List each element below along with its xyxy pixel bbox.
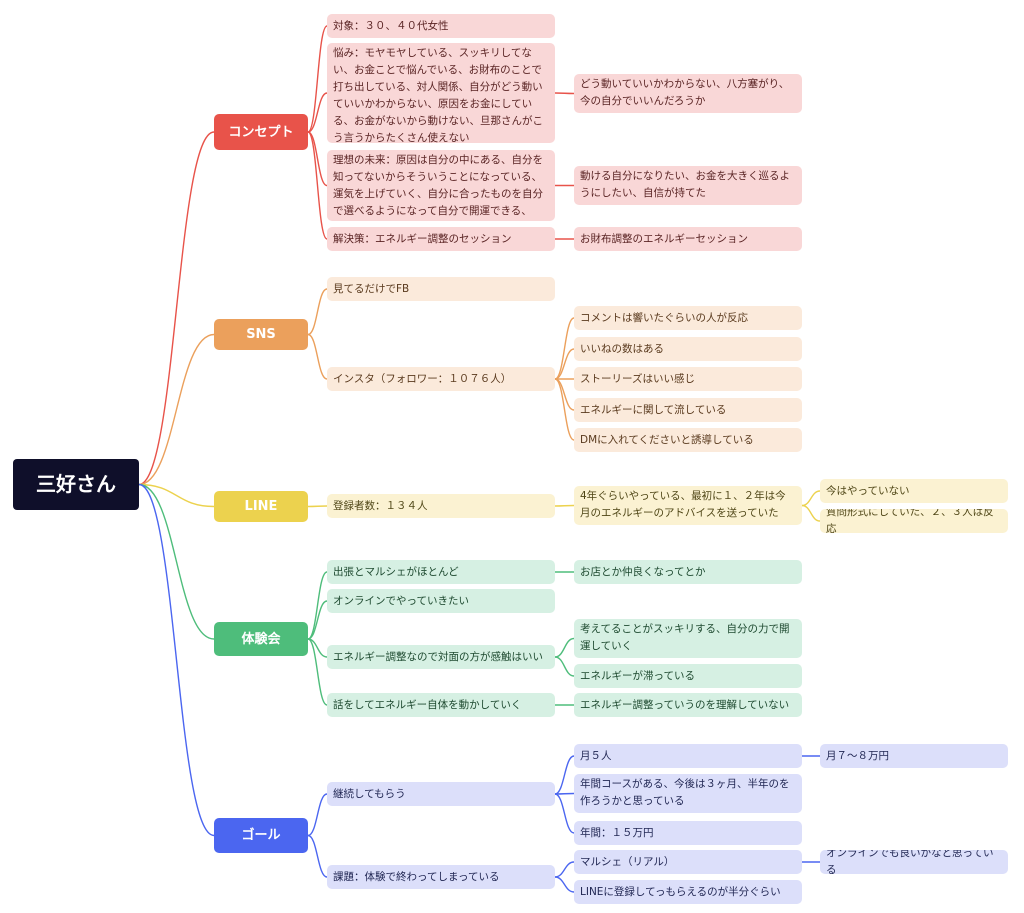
topic-line-0[interactable]: 登録者数：１３４人 bbox=[327, 494, 555, 518]
topic-goal-1-0-0[interactable]: オンラインでも良いかなと思っている bbox=[820, 850, 1008, 874]
topic-taiken-2-1[interactable]: エネルギーが滞っている bbox=[574, 664, 802, 688]
topic-taiken-1[interactable]: オンラインでやっていきたい bbox=[327, 589, 555, 613]
topic-taiken-3-0[interactable]: エネルギー調整っていうのを理解していない bbox=[574, 693, 802, 717]
topic-concept-2[interactable]: 理想の未来：原因は自分の中にある、自分を知ってないからそういうことになっている、… bbox=[327, 150, 555, 221]
connector-concept bbox=[138, 131, 215, 486]
topic-taiken-2-0[interactable]: 考えてることがスッキリする、自分の力で開運していく bbox=[574, 619, 802, 658]
connector-taiken-3 bbox=[307, 638, 328, 706]
topic-taiken-3[interactable]: 話をしてエネルギー自体を動かしていく bbox=[327, 693, 555, 717]
connector-taiken-2-1 bbox=[554, 656, 575, 677]
topic-concept-3[interactable]: 解決策：エネルギー調整のセッション bbox=[327, 227, 555, 251]
topic-sns-1-4[interactable]: DMに入れてくださいと誘導している bbox=[574, 428, 802, 452]
connector-concept-1 bbox=[307, 92, 328, 133]
topic-sns-0[interactable]: 見てるだけでFB bbox=[327, 277, 555, 301]
connector-line bbox=[138, 483, 215, 508]
topic-sns-1-0[interactable]: コメントは響いたぐらいの人が反応 bbox=[574, 306, 802, 330]
topic-goal-0-1[interactable]: 年間コースがある、今後は３ヶ月、半年のを作ろうかと思っている bbox=[574, 774, 802, 813]
topic-goal-0-0[interactable]: 月５人 bbox=[574, 744, 802, 768]
topic-concept-1[interactable]: 悩み：モヤモヤしている、スッキリしてない、お金ことで悩んでいる、お財布のことで打… bbox=[327, 43, 555, 143]
topic-sns-1-1[interactable]: いいねの数はある bbox=[574, 337, 802, 361]
connector-line-0-0-1 bbox=[801, 504, 821, 522]
connector-goal-0-0 bbox=[554, 755, 575, 795]
topic-line-0-0[interactable]: 4年ぐらいやっている、最初に１、２年は今月のエネルギーのアドバイスを送っていた bbox=[574, 486, 802, 525]
connector-line-0-0 bbox=[554, 504, 575, 507]
connector-taiken bbox=[138, 483, 215, 640]
connector-sns-0 bbox=[307, 288, 328, 336]
connector-concept-0 bbox=[307, 25, 328, 133]
connector-sns-1 bbox=[307, 333, 328, 380]
connector-sns-1-1 bbox=[554, 348, 575, 380]
connector-sns bbox=[138, 333, 215, 486]
connector-taiken-0 bbox=[307, 571, 328, 640]
connector-concept-2 bbox=[307, 131, 328, 187]
connector-sns-1-0 bbox=[554, 317, 575, 380]
connector-goal-1 bbox=[307, 834, 328, 878]
topic-taiken-2[interactable]: エネルギー調整なので対面の方が感触はいい bbox=[327, 645, 555, 669]
topic-goal-0-0-0[interactable]: 月７〜８万円 bbox=[820, 744, 1008, 768]
topic-sns-1-2[interactable]: ストーリーズはいい感じ bbox=[574, 367, 802, 391]
topic-sns-1-3[interactable]: エネルギーに関して流している bbox=[574, 398, 802, 422]
connector-goal bbox=[138, 483, 215, 837]
branch-sns[interactable]: SNS bbox=[214, 319, 308, 350]
connector-line-0 bbox=[307, 505, 328, 508]
topic-concept-0[interactable]: 対象：３０、４０代女性 bbox=[327, 14, 555, 38]
branch-taiken[interactable]: 体験会 bbox=[214, 622, 308, 656]
topic-taiken-0[interactable]: 出張とマルシェがほとんど bbox=[327, 560, 555, 584]
topic-concept-1-0[interactable]: どう動いていいかわからない、八方塞がり、今の自分でいいんだろうか bbox=[574, 74, 802, 113]
connector-concept-1-0 bbox=[554, 92, 575, 95]
root-topic[interactable]: 三好さん bbox=[13, 459, 139, 510]
branch-line[interactable]: LINE bbox=[214, 491, 308, 522]
topic-line-0-0-1[interactable]: 質問形式にしていた、２、３人は反応 bbox=[820, 509, 1008, 533]
connector-goal-1-1 bbox=[554, 876, 575, 893]
topic-goal-0[interactable]: 継続してもらう bbox=[327, 782, 555, 806]
topic-concept-2-0[interactable]: 動ける自分になりたい、お金を大きく巡るようにしたい、自信が持てた bbox=[574, 166, 802, 205]
topic-goal-1-1[interactable]: LINEに登録してっもらえるのが半分ぐらい bbox=[574, 880, 802, 904]
topic-concept-3-0[interactable]: お財布調整のエネルギーセッション bbox=[574, 227, 802, 251]
topic-goal-0-2[interactable]: 年間：１５万円 bbox=[574, 821, 802, 845]
connector-goal-0-2 bbox=[554, 793, 575, 834]
topic-line-0-0-0[interactable]: 今はやっていない bbox=[820, 479, 1008, 503]
connector-concept-3 bbox=[307, 131, 328, 240]
connector-taiken-1 bbox=[307, 600, 328, 640]
topic-goal-1-0[interactable]: マルシェ（リアル） bbox=[574, 850, 802, 874]
branch-goal[interactable]: ゴール bbox=[214, 818, 308, 853]
branch-concept[interactable]: コンセプト bbox=[214, 114, 308, 150]
topic-goal-1[interactable]: 課題：体験で終わってしまっている bbox=[327, 865, 555, 889]
connector-goal-1-0 bbox=[554, 861, 575, 878]
connector-line-0-0-0 bbox=[801, 490, 821, 507]
topic-sns-1[interactable]: インスタ（フォロワー：１０７６人） bbox=[327, 367, 555, 391]
connector-taiken-2-0 bbox=[554, 637, 575, 658]
connector-sns-1-4 bbox=[554, 378, 575, 441]
connector-goal-0-1 bbox=[554, 792, 575, 795]
topic-taiken-0-0[interactable]: お店とか仲良くなってとか bbox=[574, 560, 802, 584]
connector-goal-0 bbox=[307, 793, 328, 837]
